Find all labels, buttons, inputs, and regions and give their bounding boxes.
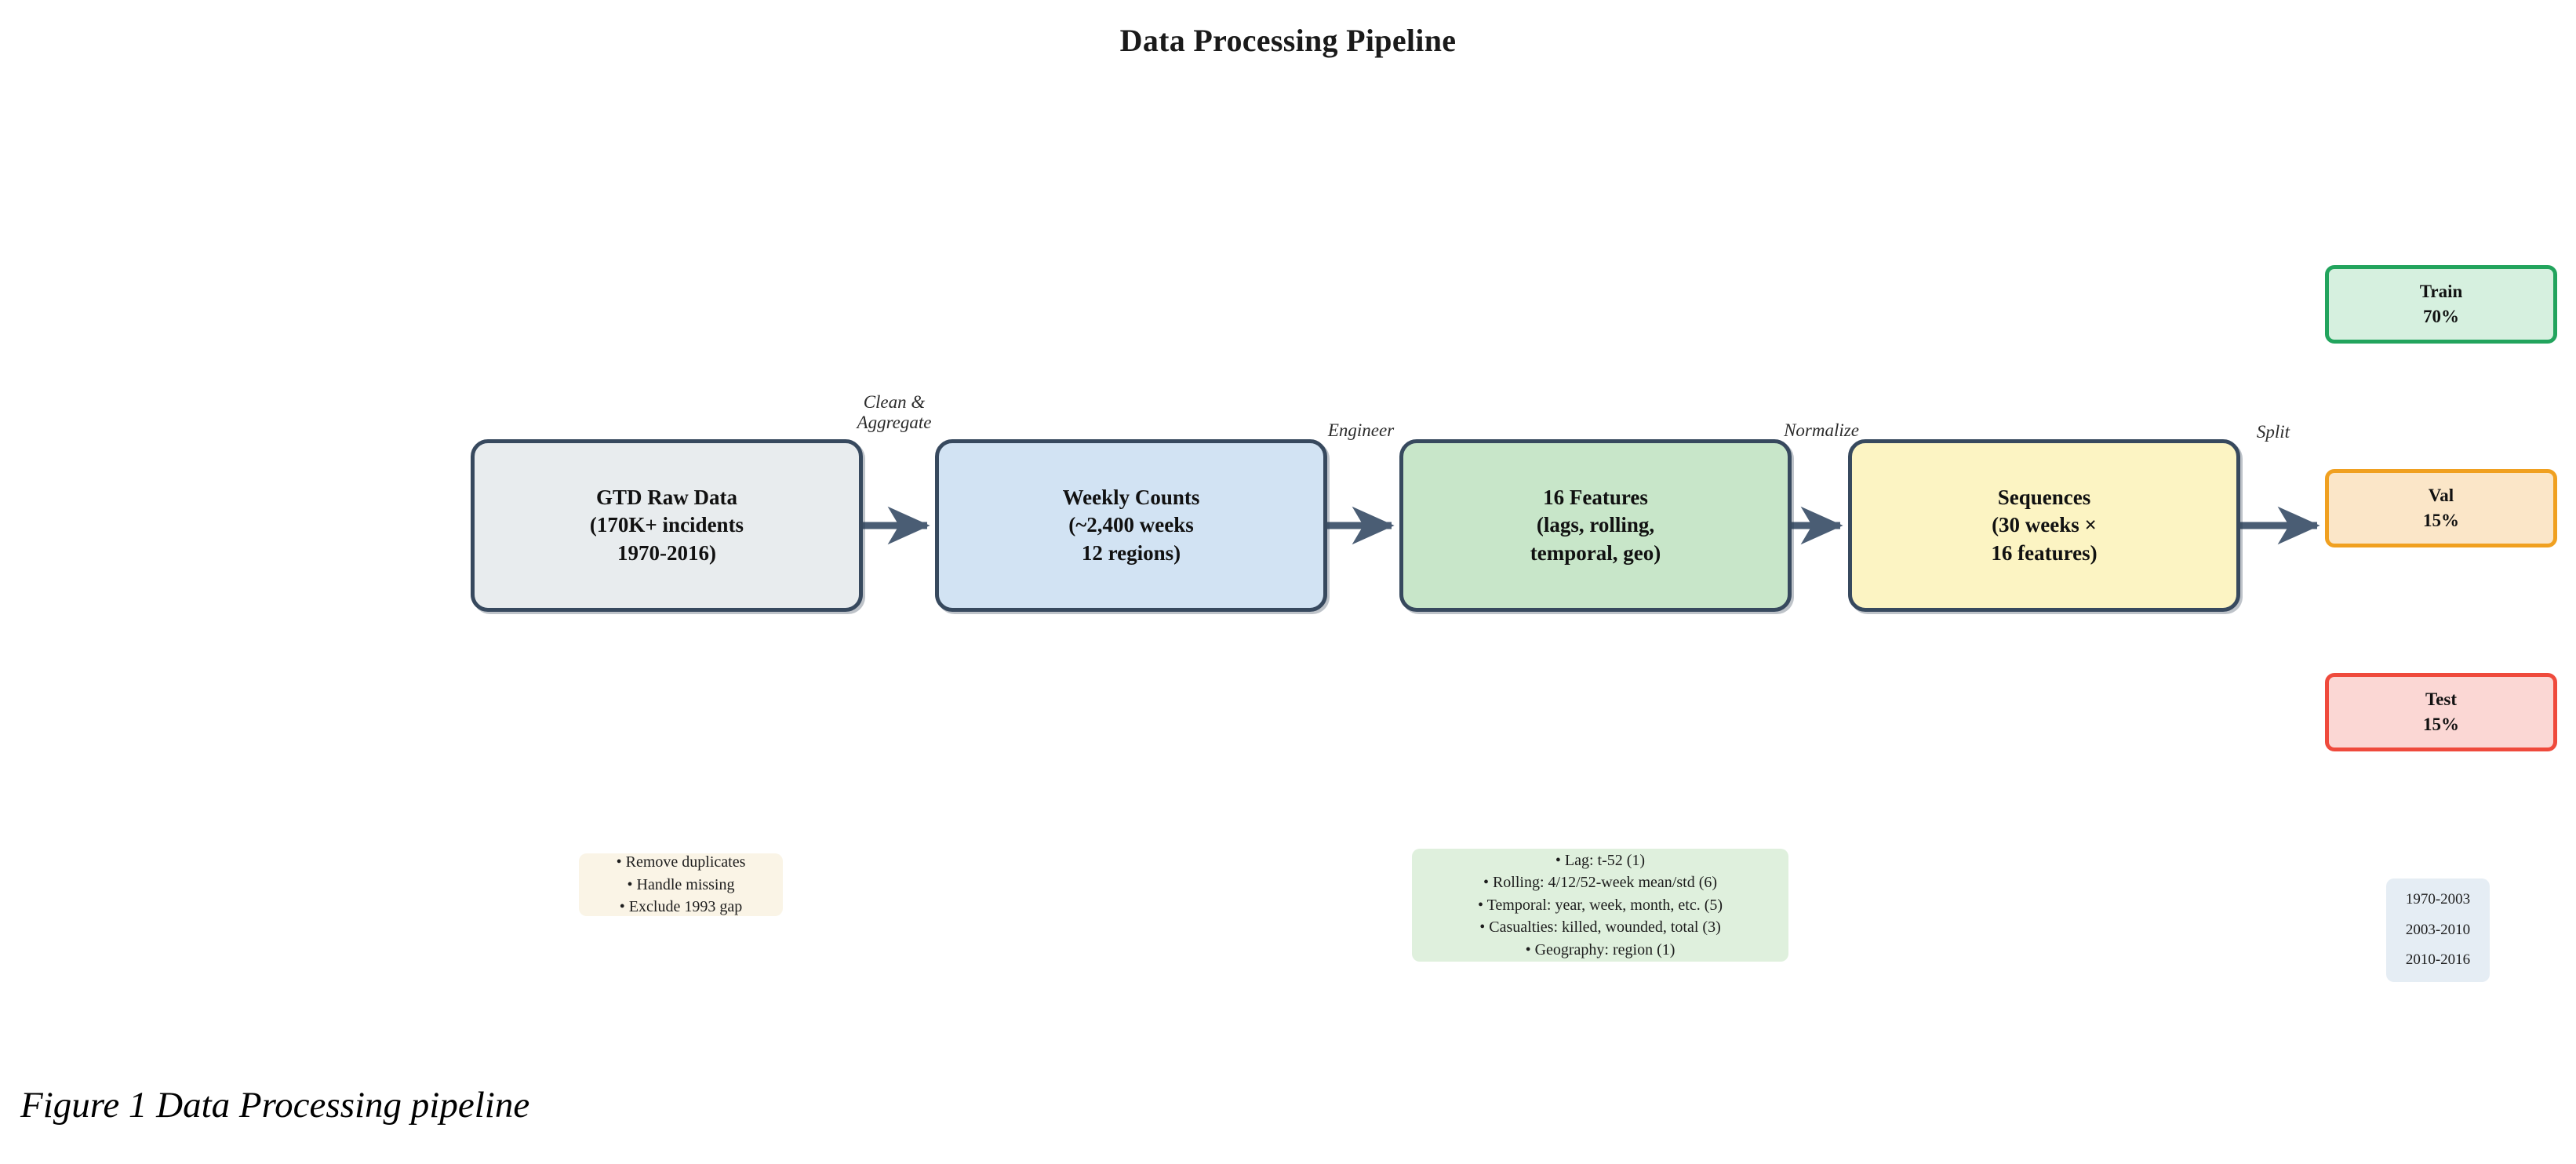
edge-label-clean-aggregate: Clean & Aggregate — [857, 392, 932, 432]
split-box-val[interactable]: Val 15% — [2325, 469, 2557, 547]
figure-caption: Figure 1 Data Processing pipeline — [20, 1085, 530, 1126]
note-text-features: • Lag: t-52 (1) • Rolling: 4/12/52-week … — [1477, 852, 1723, 958]
stage-weekly-counts[interactable]: Weekly Counts (~2,400 weeks 12 regions) — [935, 439, 1327, 612]
split-label-train: Train 70% — [2419, 282, 2463, 326]
note-feature-breakdown: • Lag: t-52 (1) • Rolling: 4/12/52-week … — [1412, 849, 1788, 962]
stage-16-features[interactable]: 16 Features (lags, rolling, temporal, ge… — [1399, 439, 1792, 612]
note-cleaning-steps: • Remove duplicates • Handle missing • E… — [579, 853, 783, 916]
stage-label-raw: GTD Raw Data (170K+ incidents 1970-2016) — [589, 485, 744, 565]
stage-label-sequences: Sequences (30 weeks × 16 features) — [1991, 485, 2098, 565]
figure-title: Data Processing Pipeline — [1119, 23, 1457, 58]
split-label-test: Test 15% — [2423, 689, 2459, 734]
split-box-train[interactable]: Train 70% — [2325, 265, 2557, 344]
edge-label-split: Split — [2256, 422, 2290, 442]
split-box-test[interactable]: Test 15% — [2325, 673, 2557, 751]
edge-label-engineer: Engineer — [1327, 420, 1395, 440]
stage-gtd-raw-data[interactable]: GTD Raw Data (170K+ incidents 1970-2016) — [471, 439, 863, 612]
split-label-val: Val 15% — [2423, 486, 2459, 530]
stage-sequences[interactable]: Sequences (30 weeks × 16 features) — [1848, 439, 2240, 612]
note-text-cleaning: • Remove duplicates • Handle missing • E… — [616, 853, 746, 916]
note-split-year-ranges: 1970-2003 2003-2010 2010-2016 — [2386, 878, 2490, 982]
stage-label-features: 16 Features (lags, rolling, temporal, ge… — [1530, 485, 1661, 565]
note-text-split-years: 1970-2003 2003-2010 2010-2016 — [2405, 890, 2471, 969]
edge-label-normalize: Normalize — [1784, 420, 1859, 440]
stage-label-weekly: Weekly Counts (~2,400 weeks 12 regions) — [1062, 485, 1200, 565]
